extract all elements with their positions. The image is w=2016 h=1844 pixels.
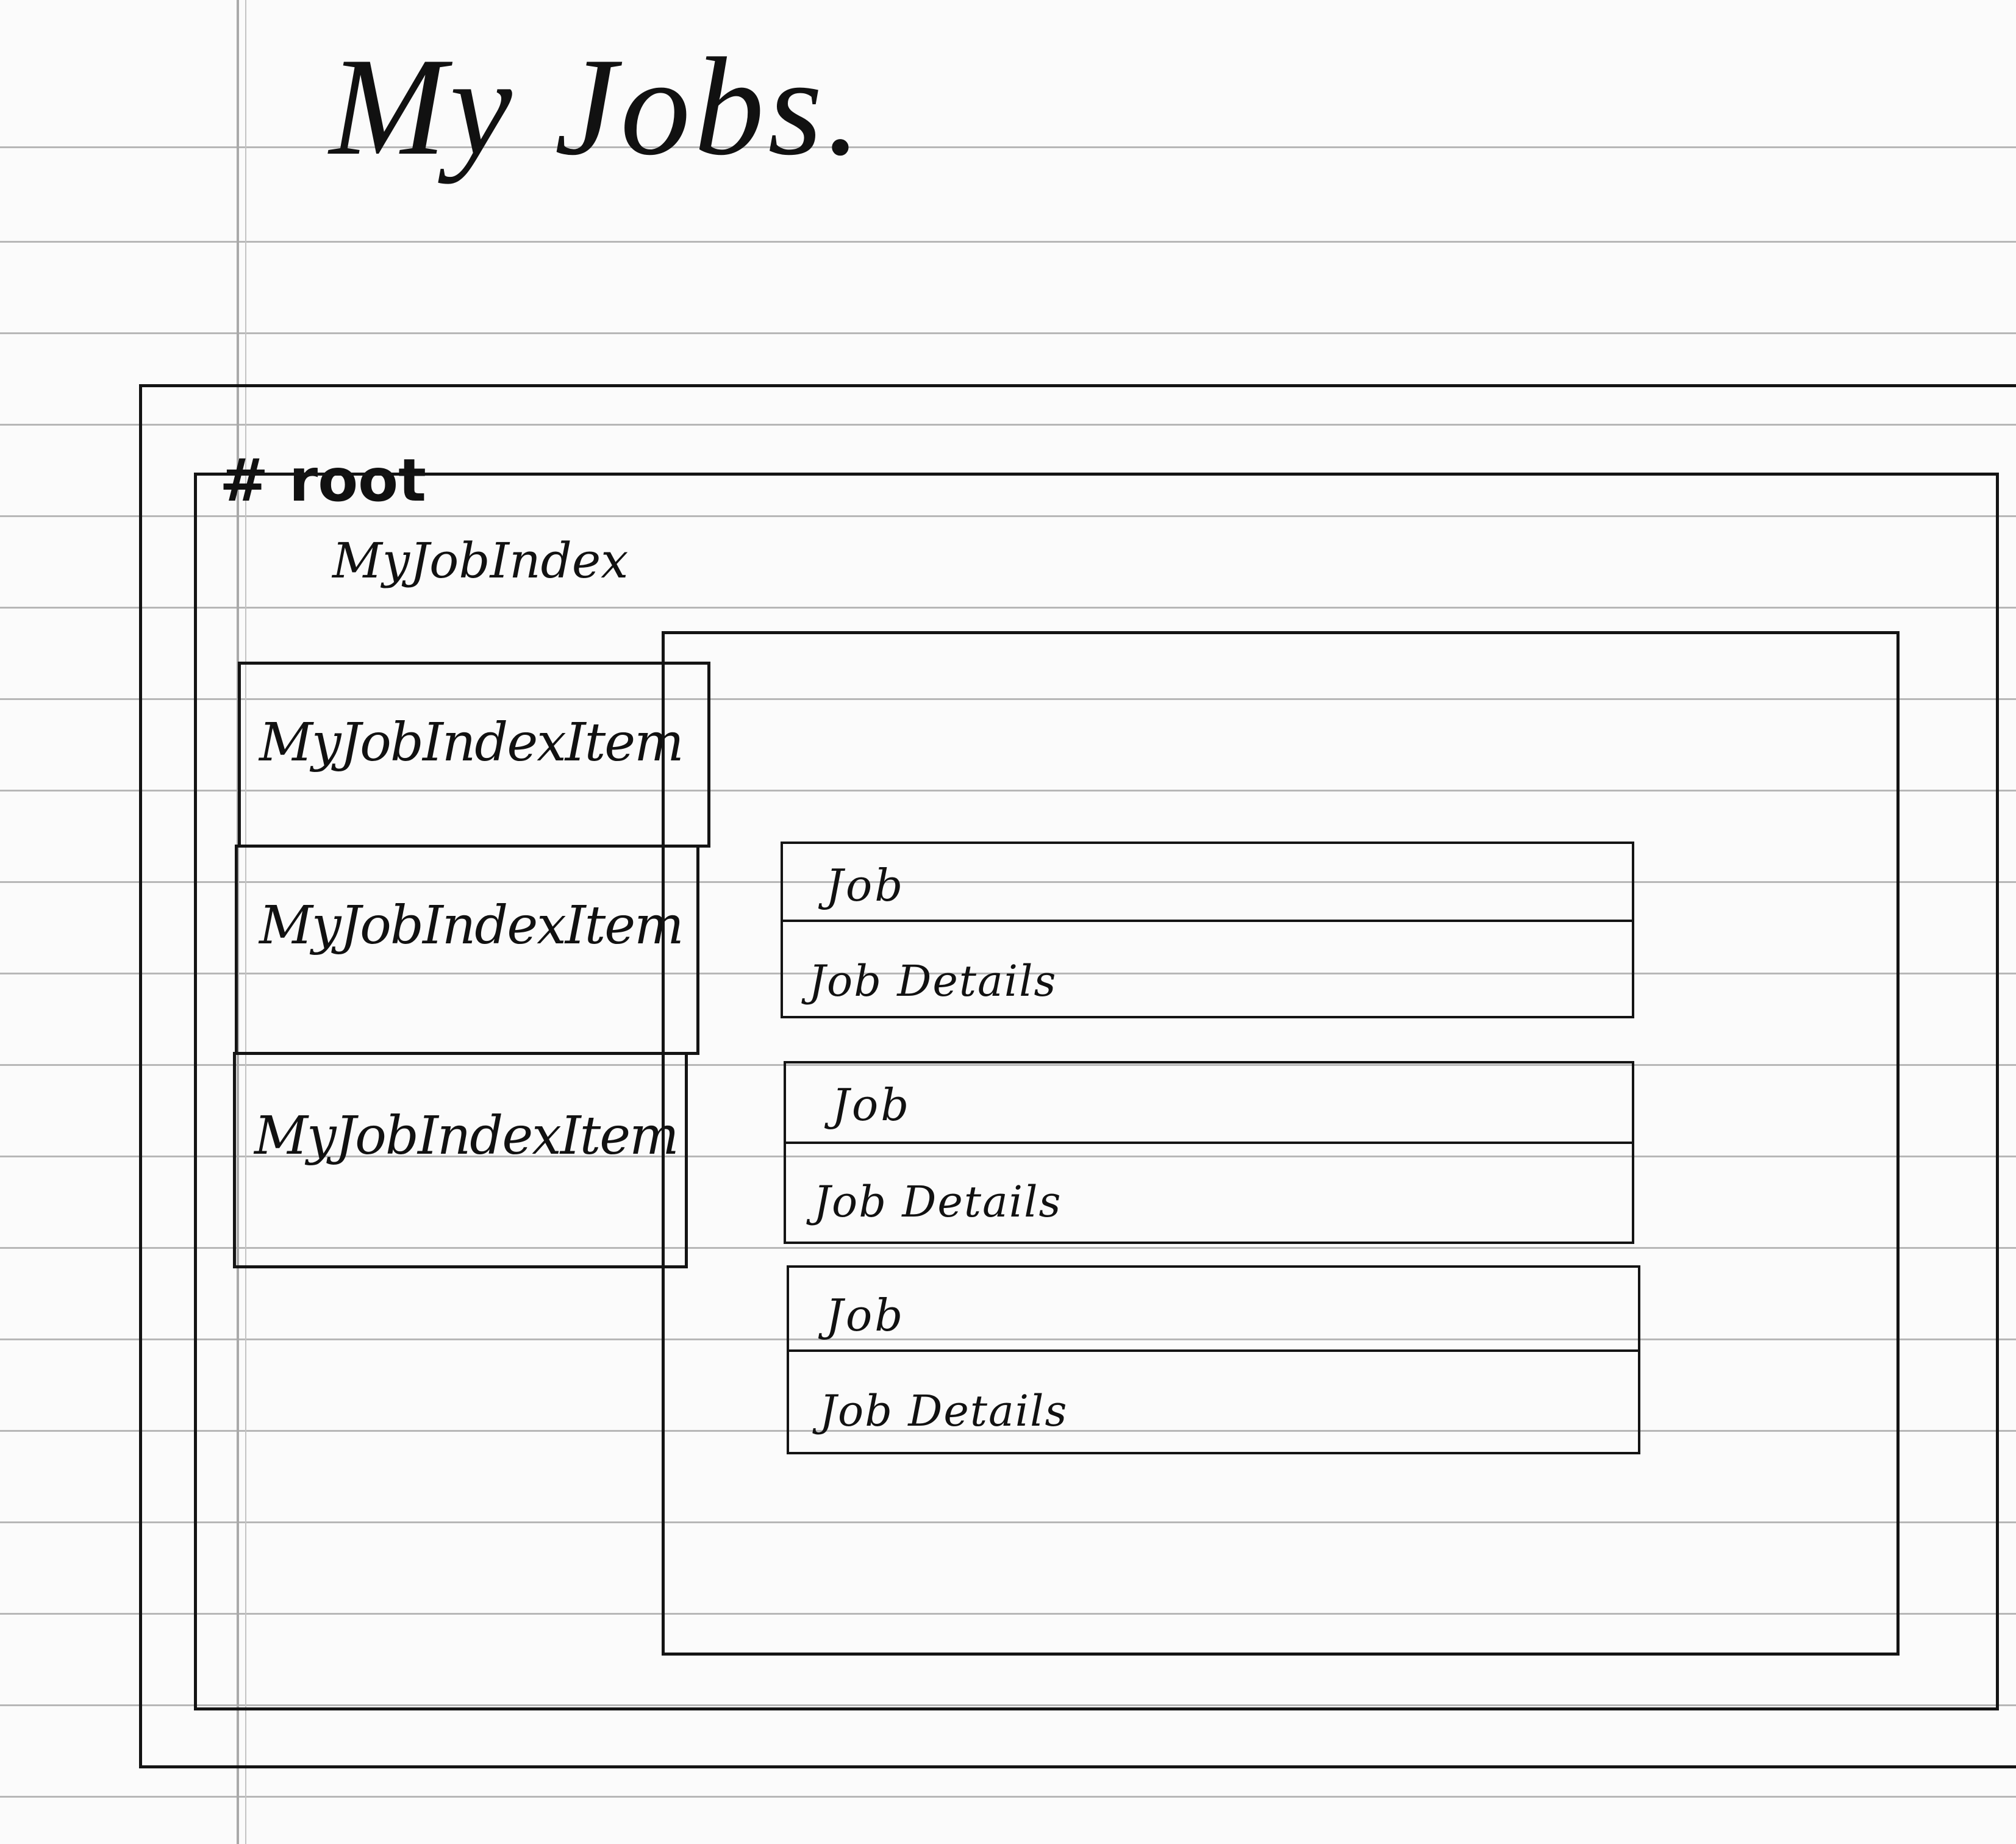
ruled-line [0, 1338, 2016, 1340]
ruled-line [0, 424, 2016, 426]
ruled-line [0, 607, 2016, 609]
ruled-line [0, 1521, 2016, 1523]
root-container [194, 473, 1999, 1710]
ruled-line [0, 698, 2016, 700]
job-card[interactable]: Job Job Details [784, 1061, 1634, 1244]
ruled-line [0, 1613, 2016, 1615]
job-card-divider [786, 1142, 1634, 1144]
index-item-label: MyJobIndexItem [259, 712, 684, 773]
ruled-line [0, 1156, 2016, 1157]
job-details[interactable]: Job Details [813, 1177, 1062, 1227]
job-details[interactable]: Job Details [809, 956, 1057, 1006]
job-title: Job [832, 1079, 912, 1131]
job-card[interactable]: Job Job Details [787, 1265, 1640, 1454]
ruled-line [0, 881, 2016, 883]
job-title: Job [826, 1290, 906, 1341]
ruled-line [0, 1064, 2016, 1066]
page-title: My Jobs. [329, 29, 865, 184]
ruled-line [0, 973, 2016, 974]
margin-line [245, 0, 246, 1844]
margin-line [237, 0, 239, 1844]
index-item[interactable]: MyJobIndexItem [233, 1052, 688, 1268]
ruled-line [0, 1430, 2016, 1432]
root-label: # root [220, 446, 426, 515]
job-list-panel [662, 631, 1900, 1656]
ruled-line [0, 146, 2016, 148]
ruled-line [0, 515, 2016, 517]
job-details[interactable]: Job Details [820, 1386, 1068, 1436]
index-item-label: MyJobIndexItem [259, 895, 684, 956]
ruled-line [0, 1247, 2016, 1249]
ruled-line [0, 1704, 2016, 1706]
index-item-label: MyJobIndexItem [254, 1106, 679, 1167]
index-label: MyJobIndex [332, 532, 629, 589]
ruled-line [0, 241, 2016, 243]
index-item[interactable]: MyJobIndexItem [235, 845, 699, 1055]
job-title: Job [826, 860, 906, 911]
job-card-divider [783, 920, 1634, 922]
index-item[interactable]: MyJobIndexItem [238, 662, 710, 848]
outer-frame [139, 384, 2016, 1768]
job-card[interactable]: Job Job Details [781, 842, 1634, 1018]
ruled-line [0, 790, 2016, 792]
ruled-line [0, 1796, 2016, 1798]
job-card-divider [789, 1349, 1640, 1352]
ruled-line [0, 332, 2016, 334]
